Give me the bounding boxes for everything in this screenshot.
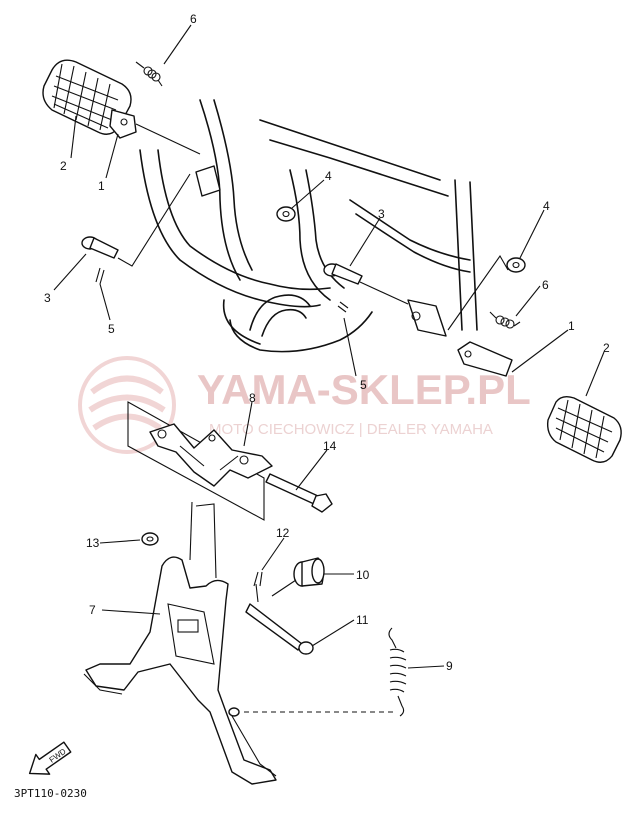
callout-part-1: 1 [98, 179, 105, 193]
footrest-bracket-left [109, 109, 137, 139]
washer-left [276, 206, 296, 222]
callout-part-5: 5 [108, 322, 115, 336]
shaft-pin [245, 603, 314, 655]
footrest-rubber-left [42, 59, 132, 135]
callout-part-2-right: 2 [603, 341, 610, 355]
spring-left [135, 61, 163, 87]
stand-bracket [149, 423, 273, 487]
cotter-pin-right [337, 301, 349, 313]
callout-part-7: 7 [89, 603, 96, 617]
callout-part-11: 11 [356, 613, 369, 627]
right-footrest [323, 254, 622, 463]
callout-part-4: 4 [325, 169, 332, 183]
washer-right [506, 257, 526, 273]
callout-part-9: 9 [446, 659, 453, 673]
leader-lines [53, 24, 605, 669]
callout-part-3: 3 [44, 291, 51, 305]
callout-part-1-right: 1 [568, 319, 575, 333]
watermark-brand: YAMA-SKLEP.PL [197, 366, 531, 413]
callout-numbers: 6 2 1 4 3 5 3 4 6 5 1 2 8 14 13 12 10 7 … [44, 12, 610, 673]
callout-part-6: 6 [190, 12, 197, 26]
callout-part-5-right: 5 [360, 378, 367, 392]
callout-part-10: 10 [356, 568, 370, 582]
footrest-rubber-right [546, 395, 622, 463]
diagram-code: 3PT110-0230 [14, 787, 87, 800]
collar [293, 557, 325, 587]
cotter-pin-stand [253, 571, 263, 587]
bolt-long [265, 473, 333, 513]
callout-part-6-right: 6 [542, 278, 549, 292]
cotter-pin-left [95, 267, 105, 285]
main-stand [83, 556, 277, 785]
callout-part-3-right: 3 [378, 207, 385, 221]
callout-part-8: 8 [249, 391, 256, 405]
frame-tubing [139, 99, 478, 353]
watermark-dealer: MOTO CIECHOWICZ | DEALER YAMAHA [209, 421, 493, 438]
callout-part-13: 13 [86, 536, 100, 550]
nut [141, 532, 159, 546]
watermark-logo [78, 356, 176, 454]
callout-part-4-right: 4 [543, 199, 550, 213]
footrest-bracket-right [457, 341, 513, 377]
pin-left [81, 236, 119, 259]
left-footrest [42, 59, 296, 285]
callout-part-14: 14 [323, 439, 337, 453]
callout-part-12: 12 [276, 526, 290, 540]
return-spring [388, 627, 407, 717]
pin-right [323, 263, 363, 285]
main-stand-group [83, 401, 407, 785]
spring-right [489, 311, 521, 329]
forward-arrow-icon: FWD [28, 741, 72, 775]
watermark: YAMA-SKLEP.PL MOTO CIECHOWICZ | DEALER Y… [78, 356, 531, 454]
callout-part-2: 2 [60, 159, 67, 173]
